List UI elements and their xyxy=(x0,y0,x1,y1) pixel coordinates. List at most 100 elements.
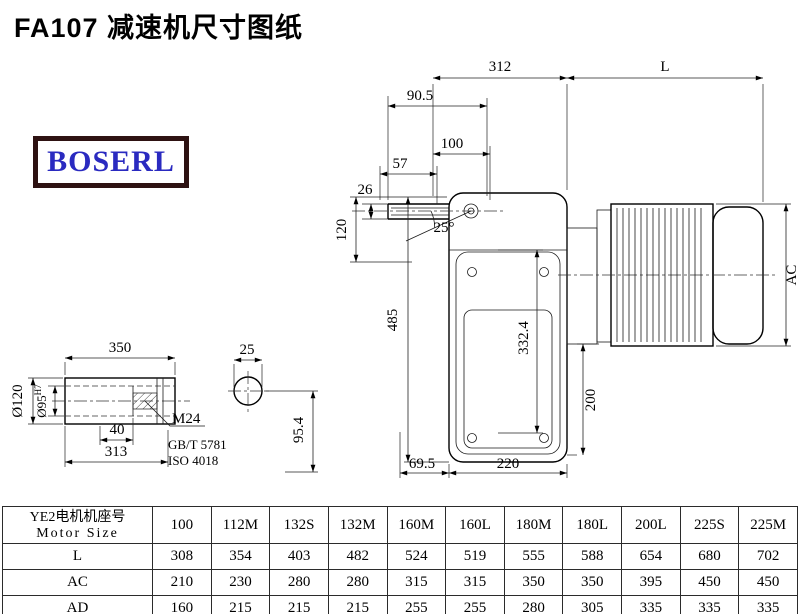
table-cell: 215 xyxy=(327,595,388,614)
row-label: AD xyxy=(2,595,153,614)
table-cell: 354 xyxy=(210,543,271,570)
dim-57-label: 57 xyxy=(393,156,409,172)
m24-leader xyxy=(144,400,205,427)
dim-40-label: 40 xyxy=(110,422,125,438)
dim-26-label: 26 xyxy=(358,182,374,198)
table-cell: 215 xyxy=(210,595,271,614)
dim-dia95: Ø95H7 xyxy=(33,384,64,418)
fan-cover xyxy=(712,206,764,345)
col-header: 180L xyxy=(562,506,622,544)
standard-gbt-label: GB/T 5781 xyxy=(168,437,227,452)
dim-25-label: 25 xyxy=(240,342,255,358)
table-cell: 315 xyxy=(386,569,447,596)
col-header: 132M xyxy=(327,506,388,544)
table-cell: 588 xyxy=(562,543,622,570)
dim-313: 313 xyxy=(64,426,169,467)
table-cell: 403 xyxy=(269,543,329,570)
dim-angle-label: 25° xyxy=(434,220,455,236)
dim-332-4-label: 332.4 xyxy=(516,321,532,355)
dim-220-label: 220 xyxy=(497,456,520,472)
shaft-detail-view xyxy=(52,377,205,427)
dim-200-label: 200 xyxy=(583,389,599,412)
table-cell: 280 xyxy=(503,595,564,614)
dim-312-label: 312 xyxy=(489,59,512,75)
row-label: AC xyxy=(2,569,153,596)
dim-120-label: 120 xyxy=(334,219,350,242)
dim-485: 485 xyxy=(385,197,449,463)
dim-313-label: 313 xyxy=(105,444,128,460)
dim-57: 57 xyxy=(379,156,438,204)
dim-dia120-label: Ø120 xyxy=(10,384,26,417)
hollow-shaft: 25° xyxy=(352,203,505,242)
table-row-L: L 308 354 403 482 524 519 555 588 654 68… xyxy=(2,543,798,570)
col-header: 200L xyxy=(621,506,681,544)
standard-iso-label: ISO 4018 xyxy=(168,453,218,468)
table-cell: 395 xyxy=(621,569,681,596)
dim-AC: AC xyxy=(716,203,800,347)
dim-95-4: 95.4 xyxy=(264,390,318,473)
table-header-row: YE2电机机座号 Motor Size 100 112M 132S 132M 1… xyxy=(2,506,798,544)
col-header: 225S xyxy=(679,506,740,544)
dim-350: 350 xyxy=(64,340,176,375)
table-cell: 555 xyxy=(503,543,564,570)
col-header: 160L xyxy=(445,506,505,544)
dim-332-4: 332.4 xyxy=(498,249,543,434)
dim-dia95-tolerance: H7 xyxy=(33,384,43,395)
dim-L: L xyxy=(567,59,764,202)
table-cell: 450 xyxy=(738,569,798,596)
technical-drawing: 25° xyxy=(10,59,800,478)
table-cell: 702 xyxy=(738,543,798,570)
motor-size-table: YE2电机机座号 Motor Size 100 112M 132S 132M 1… xyxy=(2,506,798,614)
dim-200: 200 xyxy=(567,343,599,456)
table-cell: 280 xyxy=(269,569,329,596)
table-cell: 255 xyxy=(386,595,447,614)
table-row-AD: AD 160 215 215 215 255 255 280 305 335 3… xyxy=(2,595,798,614)
dim-350-label: 350 xyxy=(109,340,132,356)
gearbox-housing xyxy=(448,192,568,463)
col-header: 132S xyxy=(269,506,329,544)
dim-312: 312 xyxy=(432,59,568,196)
dim-100: 100 xyxy=(433,136,491,200)
table-cell: 350 xyxy=(562,569,622,596)
table-cell: 305 xyxy=(562,595,622,614)
logo-text: BOSERL xyxy=(47,145,175,178)
table-cell: 215 xyxy=(269,595,329,614)
dim-220: 220 xyxy=(448,456,568,478)
motor-size-header-cn: YE2电机机座号 xyxy=(29,509,126,525)
col-header: 180M xyxy=(503,506,564,544)
row-label: L xyxy=(2,543,153,570)
col-header: 225M xyxy=(738,506,798,544)
motor-size-header: YE2电机机座号 Motor Size xyxy=(2,506,153,544)
table-cell: 680 xyxy=(679,543,740,570)
col-header: 112M xyxy=(210,506,271,544)
dim-69-5: 69.5 xyxy=(399,432,449,478)
dim-95-4-label: 95.4 xyxy=(291,416,307,443)
dim-AC-label: AC xyxy=(784,265,800,286)
table-cell: 450 xyxy=(679,569,740,596)
dim-100-label: 100 xyxy=(441,136,464,152)
dim-dia95-value: Ø95 xyxy=(34,395,49,417)
page-title: FA107 减速机尺寸图纸 xyxy=(14,13,304,43)
dim-dia95-label: Ø95H7 xyxy=(33,384,49,418)
table-cell: 315 xyxy=(445,569,505,596)
table-cell: 519 xyxy=(445,543,505,570)
shaft-end-view: 25 xyxy=(228,342,270,413)
dim-120: 120 xyxy=(334,196,447,263)
dim-69-5-label: 69.5 xyxy=(409,456,435,472)
table-cell: 230 xyxy=(210,569,271,596)
table-cell: 654 xyxy=(621,543,681,570)
dim-485-label: 485 xyxy=(385,309,401,332)
dim-L-label: L xyxy=(660,59,669,75)
table-cell: 308 xyxy=(152,543,212,570)
table-cell: 350 xyxy=(503,569,564,596)
col-header: 100 xyxy=(152,506,212,544)
dim-26: 26 xyxy=(358,182,388,220)
thread-callout: M24 GB/T 5781 ISO 4018 xyxy=(168,411,227,468)
table-cell: 280 xyxy=(327,569,388,596)
table-cell: 335 xyxy=(738,595,798,614)
table-cell: 160 xyxy=(152,595,212,614)
table-cell: 482 xyxy=(327,543,388,570)
col-header: 160M xyxy=(386,506,447,544)
dim-90-5-label: 90.5 xyxy=(407,88,433,104)
